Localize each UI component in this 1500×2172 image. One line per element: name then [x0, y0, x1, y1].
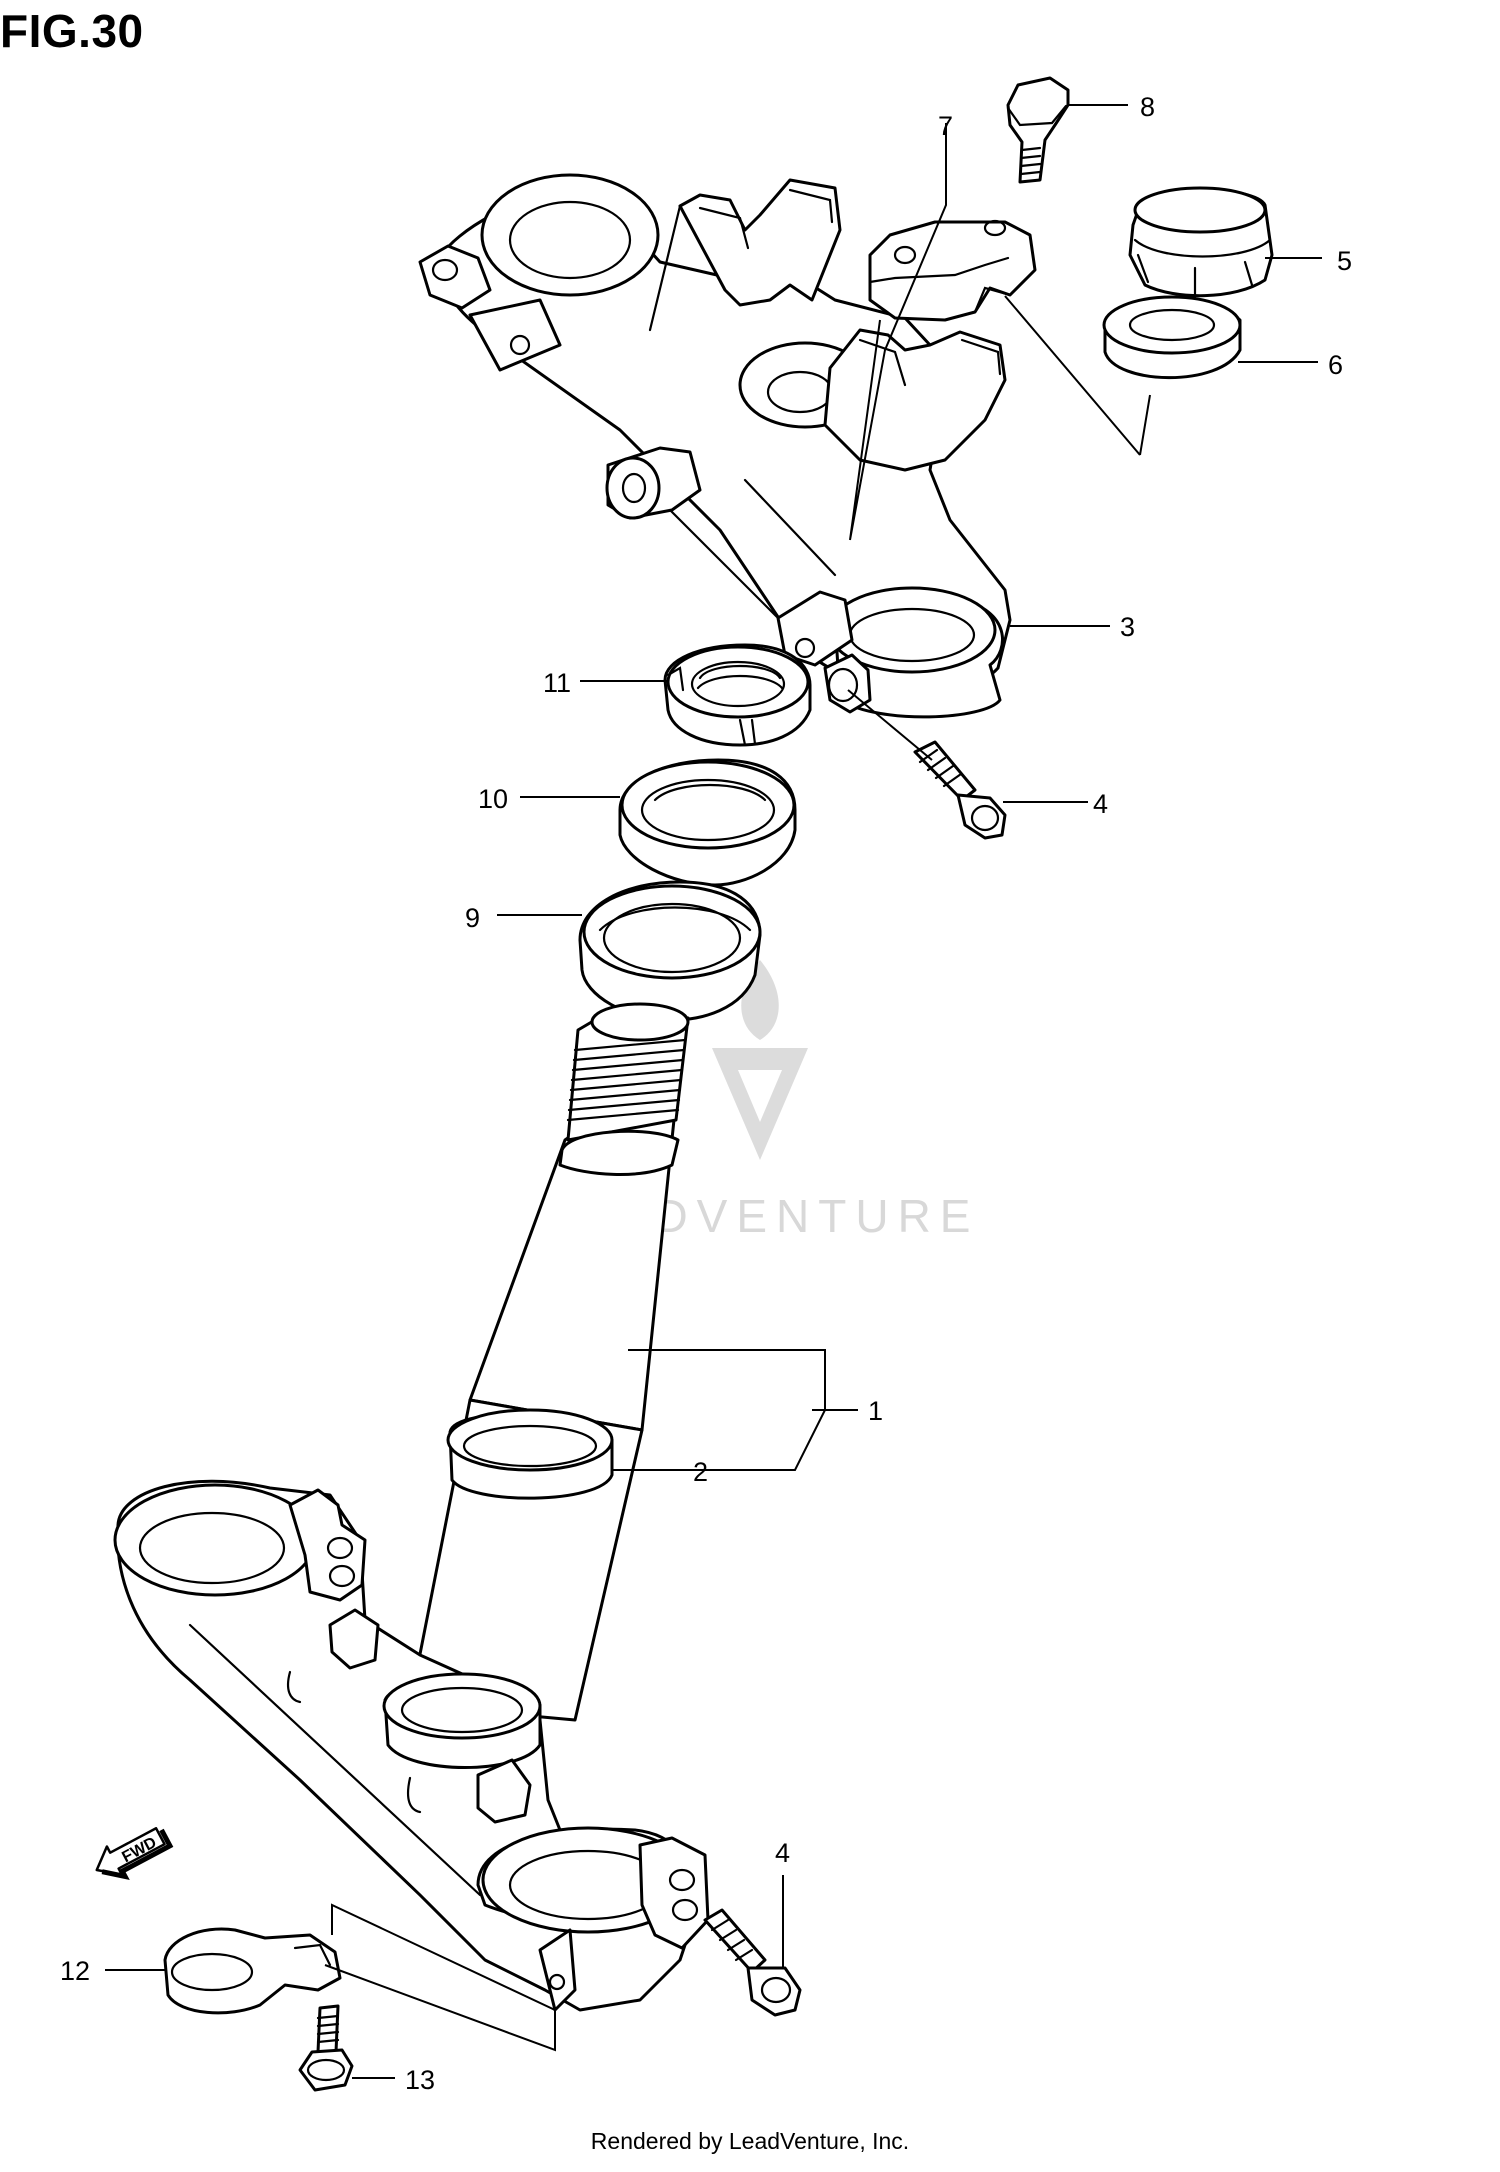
lower-bracket: [113, 1479, 710, 2012]
dust-seal: [618, 758, 797, 887]
bearing: [578, 880, 762, 1022]
callout-13: 13: [405, 2065, 435, 2095]
callout-4-lower: 4: [775, 1838, 790, 1868]
callout-12: 12: [60, 1956, 90, 1986]
steering-lock-nut: [663, 643, 812, 747]
leader-lines: [105, 104, 1322, 2079]
footer-credit: Rendered by LeadVenture, Inc.: [590, 2128, 910, 2154]
callout-1: 1: [868, 1396, 883, 1426]
pinch-bolt-upper: [913, 740, 1007, 840]
cap-nut: [1128, 186, 1274, 300]
callout-11: 11: [543, 668, 571, 698]
callouts: 8 7 5 6 3 4 11 10 9 1 2 4 12 13: [60, 92, 1352, 2095]
washer: [1102, 295, 1242, 380]
callout-5: 5: [1337, 246, 1352, 276]
upper-bracket: [418, 173, 1012, 719]
callout-3: 3: [1120, 612, 1135, 642]
screw: [298, 2004, 354, 2092]
handlebar-holder-cap: [868, 219, 1151, 456]
steering-stem-shaft: [408, 1002, 690, 1722]
bolt-top: [1006, 76, 1070, 184]
callout-8: 8: [1140, 92, 1155, 122]
callout-9: 9: [465, 903, 480, 933]
callout-2: 2: [693, 1457, 708, 1487]
callout-10: 10: [478, 784, 508, 814]
pinch-bolt-lower: [703, 1908, 802, 2017]
callout-7: 7: [938, 111, 953, 141]
callout-4-upper: 4: [1093, 789, 1108, 819]
callout-6: 6: [1328, 350, 1343, 380]
fwd-arrow-icon: FWD: [95, 1827, 174, 1881]
figure-title: FIG.30: [0, 5, 144, 57]
brake-hose-clamp: [163, 1927, 342, 2015]
